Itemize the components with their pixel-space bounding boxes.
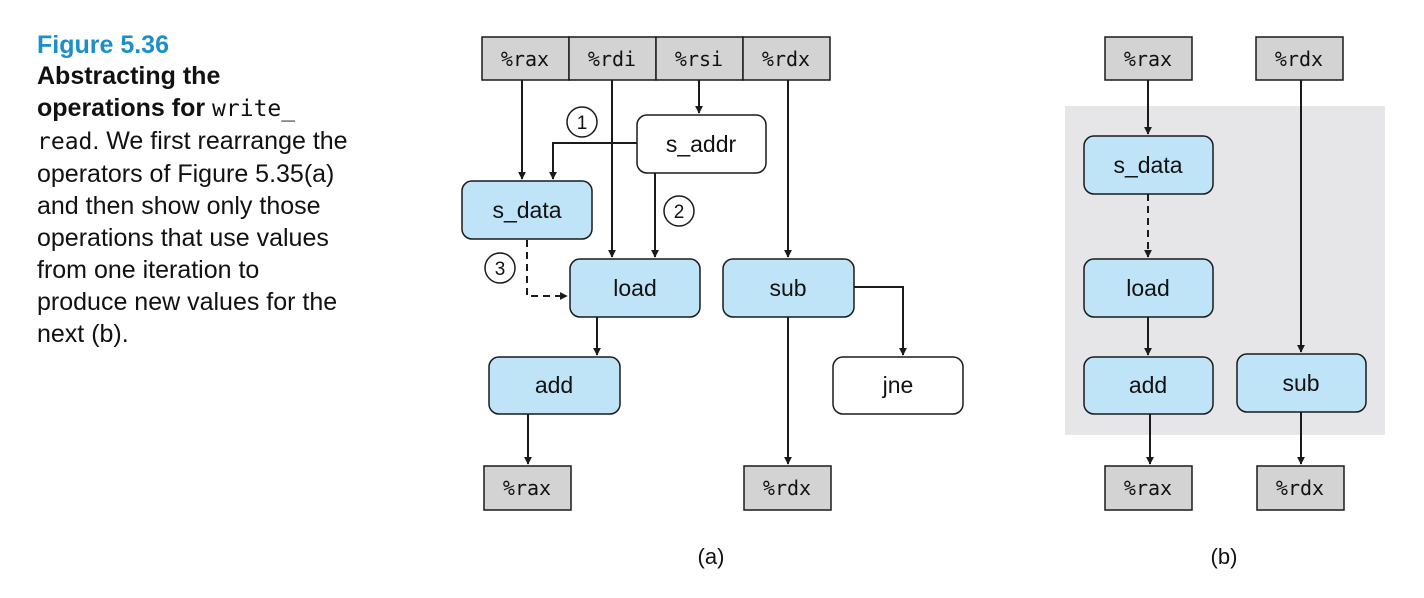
register-box xyxy=(1256,465,1345,511)
caption-line7: from one iteration to xyxy=(37,256,260,284)
caption-line5: and then show only those xyxy=(37,192,321,220)
register-label-rax-out: %rax xyxy=(503,476,551,500)
node-label-sdata-b: s_data xyxy=(1113,152,1182,178)
node-box xyxy=(636,114,767,174)
marker-circle xyxy=(663,195,695,227)
marker-3: 3 xyxy=(484,252,516,284)
node-label-jne: jne xyxy=(882,372,914,398)
caption-line4: operators of Figure 5.35(a) xyxy=(37,160,335,188)
node-add: add xyxy=(488,356,621,415)
marker-label-1: 1 xyxy=(577,113,588,134)
node-box xyxy=(1083,356,1214,415)
node-label-add: add xyxy=(535,372,573,398)
caption-line9: next (b). xyxy=(37,320,129,348)
register-box xyxy=(481,36,570,81)
node-load: load xyxy=(569,258,701,318)
caption-code-read: read xyxy=(37,129,93,155)
node-label-sub: sub xyxy=(769,275,806,301)
panel-label-a: (a) xyxy=(698,544,725,569)
edge-sdata-to-load-dashed xyxy=(526,240,568,300)
edges-b xyxy=(1144,80,1305,465)
node-sub-b: sub xyxy=(1236,353,1367,413)
register-label-rax: %rax xyxy=(501,47,549,71)
register-box xyxy=(655,36,744,81)
node-load-b: load xyxy=(1083,258,1214,318)
diagram-a: %rax %rdi %rsi %rdx s_addr s_data xyxy=(461,36,964,569)
caption-line6: operations that use values xyxy=(37,224,329,252)
register-bottom-rax-b: %rax xyxy=(1104,465,1193,511)
node-box xyxy=(569,258,701,318)
register-label-rdx-out-b: %rdx xyxy=(1276,476,1324,500)
register-box xyxy=(1104,465,1193,511)
node-box xyxy=(1083,258,1214,318)
register-top-rdx-b: %rdx xyxy=(1255,36,1344,81)
node-sdata: s_data xyxy=(461,180,593,240)
register-box xyxy=(483,465,572,511)
node-box xyxy=(461,180,593,240)
node-jne: jne xyxy=(832,356,964,415)
register-bottom-rax-a: %rax xyxy=(483,465,572,511)
node-add-b: add xyxy=(1083,356,1214,415)
register-bottom-rdx-b: %rdx xyxy=(1256,465,1345,511)
register-label-rdi: %rdi xyxy=(588,47,636,71)
register-label-rsi: %rsi xyxy=(675,47,723,71)
node-sub: sub xyxy=(722,258,855,318)
node-box xyxy=(1083,135,1214,195)
caption-title-bold: operations for xyxy=(37,94,206,122)
caption-title-line2: operations for write_ xyxy=(37,92,397,125)
node-label-sdata: s_data xyxy=(492,197,561,223)
node-label-sub-b: sub xyxy=(1282,370,1319,396)
register-box xyxy=(742,36,831,81)
register-bottom-rdx-a: %rdx xyxy=(743,465,832,511)
node-box xyxy=(1236,353,1367,413)
node-label-load: load xyxy=(613,275,656,301)
marker-1: 1 xyxy=(566,106,598,138)
marker-circle xyxy=(566,106,598,138)
node-label-add-b: add xyxy=(1129,372,1167,398)
register-box xyxy=(743,465,832,511)
register-label-rdx-out: %rdx xyxy=(763,476,811,500)
node-box xyxy=(488,356,621,415)
edge-sub-to-jne xyxy=(854,286,907,356)
diagram-b: %rax %rdx s_data load add sub xyxy=(1065,36,1385,569)
caption-code-write: write_ xyxy=(212,96,296,122)
node-sdata-b: s_data xyxy=(1083,135,1214,195)
register-label-rax-in: %rax xyxy=(1124,47,1172,71)
node-label-saddr: s_addr xyxy=(666,131,737,157)
panel-label-b: (b) xyxy=(1211,544,1238,569)
figure-caption: Figure 5.36 Abstracting the operations f… xyxy=(37,30,397,350)
caption-line3: read. We first rearrange the xyxy=(37,125,397,158)
register-row-top-a: %rax %rdi %rsi %rdx xyxy=(481,36,831,81)
marker-2: 2 xyxy=(663,195,695,227)
marker-label-2: 2 xyxy=(674,202,685,223)
node-label-load-b: load xyxy=(1126,275,1169,301)
register-box xyxy=(1255,36,1344,81)
marker-label-3: 3 xyxy=(495,259,506,280)
node-saddr: s_addr xyxy=(636,114,767,174)
register-box xyxy=(1104,36,1193,81)
caption-title-line1: Abstracting the xyxy=(37,62,221,90)
register-label-rdx: %rdx xyxy=(762,47,810,71)
node-box xyxy=(832,356,964,415)
edges-a xyxy=(518,80,907,465)
register-top-rax-b: %rax xyxy=(1104,36,1193,81)
figure-number: Figure 5.36 xyxy=(37,31,169,59)
caption-line8: produce new values for the xyxy=(37,288,338,316)
marker-circle xyxy=(484,252,516,284)
node-box xyxy=(722,258,855,318)
register-label-rdx-in: %rdx xyxy=(1275,47,1323,71)
edge-saddr-to-sdata xyxy=(549,142,637,180)
register-label-rax-out-b: %rax xyxy=(1124,476,1172,500)
caption-line3-text: . We first rearrange the xyxy=(92,127,348,155)
